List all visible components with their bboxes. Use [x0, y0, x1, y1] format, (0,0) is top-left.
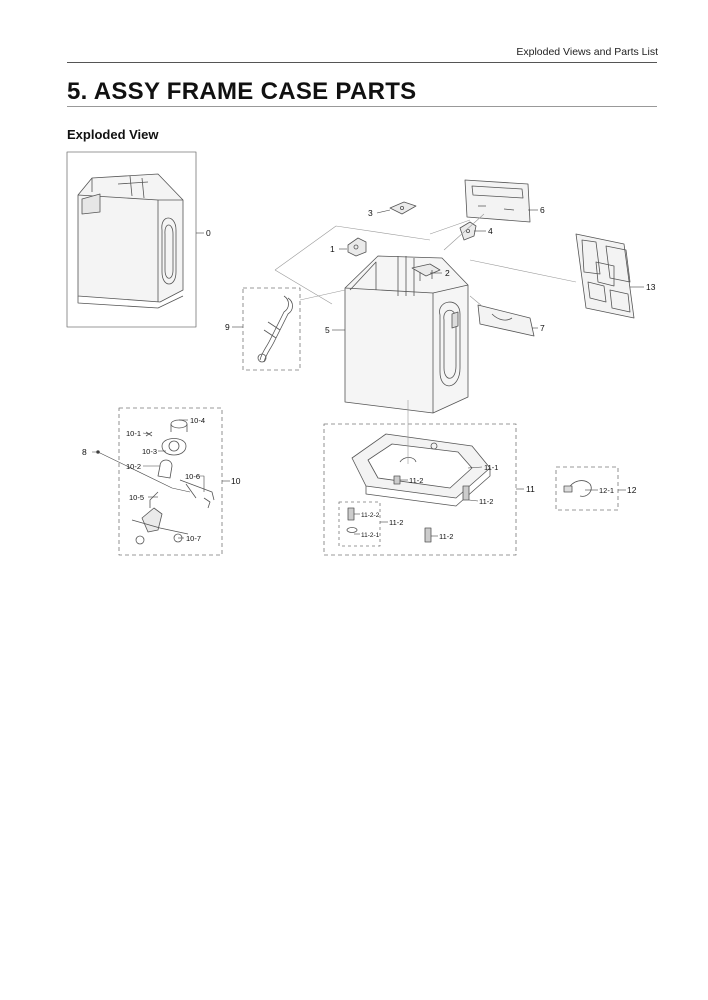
callout-11-2-upper: 11-2	[409, 476, 423, 485]
callout-1: 1	[330, 244, 335, 254]
callout-labels: 0 1 2 3 4 5 6 7 8 9 10 10-1 10-2 10-3 10…	[82, 205, 656, 543]
part-9-hose	[242, 287, 301, 371]
callout-11-2-lower: 11-2	[439, 532, 453, 541]
part-10-assembly	[118, 407, 223, 556]
part-4-hinge	[459, 221, 477, 241]
part-13-rear-panel	[575, 233, 635, 319]
part-0-cabinet-assembly	[66, 151, 197, 328]
callout-6: 6	[540, 205, 545, 215]
subsection-title: Exploded View	[67, 127, 159, 142]
callout-12: 12	[627, 485, 637, 495]
part-5-frame-case	[344, 255, 469, 414]
callout-8: 8	[82, 447, 87, 457]
callout-0: 0	[206, 228, 211, 238]
leader-lines	[92, 209, 644, 539]
callout-4: 4	[488, 226, 493, 236]
title-rule	[67, 106, 657, 107]
callout-10-7: 10-7	[186, 534, 201, 543]
part-12-harness	[555, 466, 619, 511]
callout-10-1: 10-1	[126, 429, 141, 438]
callout-7: 7	[540, 323, 545, 333]
callout-11-2-inset: 11-2	[389, 518, 403, 527]
callout-11-2-1: 11-2-1	[361, 532, 380, 539]
part-3-hinge	[389, 201, 417, 215]
callout-11: 11	[526, 484, 535, 494]
part-7-base-cover	[477, 304, 535, 337]
callout-2: 2	[445, 268, 450, 278]
part-6-top-cover	[464, 179, 531, 223]
header-rule	[67, 62, 657, 63]
callout-13: 13	[646, 282, 656, 292]
callout-11-2-2: 11-2-2	[361, 512, 380, 519]
callout-10-2: 10-2	[126, 462, 141, 471]
section-title: 5. ASSY FRAME CASE PARTS	[67, 78, 417, 105]
callout-12-1: 12-1	[599, 486, 614, 495]
callout-3: 3	[368, 208, 373, 218]
callout-10-6: 10-6	[185, 472, 200, 481]
part-11-base-assembly	[323, 423, 517, 556]
callout-5: 5	[325, 325, 330, 335]
callout-11-1: 11-1	[484, 463, 498, 472]
callout-10-4: 10-4	[190, 416, 205, 425]
callout-11-2-right: 11-2	[479, 497, 493, 506]
callout-9: 9	[225, 322, 230, 332]
assembly-guide-lines	[274, 213, 577, 464]
callout-10-3: 10-3	[142, 447, 157, 456]
callout-10-5: 10-5	[129, 493, 144, 502]
running-header: Exploded Views and Parts List	[516, 46, 658, 58]
callout-10: 10	[231, 476, 241, 486]
part-1-bracket	[347, 237, 367, 257]
